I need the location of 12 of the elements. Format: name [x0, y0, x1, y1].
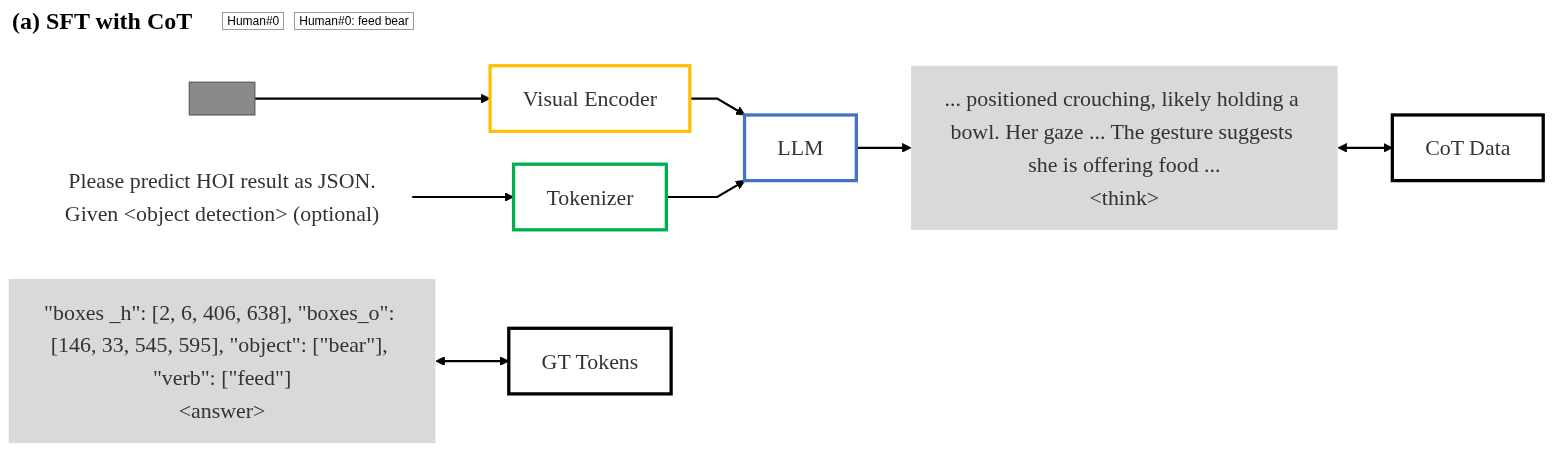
photo-annotation-label: Human#0: feed bear	[294, 12, 414, 30]
node-box: Tokenizer	[511, 162, 668, 232]
node-box: Visual Encoder	[488, 63, 692, 133]
node-box: CoT Data	[1390, 112, 1545, 182]
figure-title: (a) SFT with CoT	[12, 7, 193, 35]
photo-annotation-label: Human#0	[222, 12, 285, 30]
node-picture	[188, 81, 256, 116]
node-box: ... positioned crouching, likely holding a bowl. Her gaze ... The gesture suggests she is offering food ... <think>	[911, 65, 1338, 230]
node-text: Please predict HOI result as JSON. Given <object detection> (optional)	[64, 168, 380, 226]
node-box: GT Tokens	[507, 326, 673, 396]
node-box: "boxes _h": [2, 6, 406, 638], "boxes_o": [146, 33, 545, 595], "object": ["bear"], "verb": ["feed"] <answer>	[8, 278, 436, 443]
node-box: LLM	[742, 112, 858, 182]
